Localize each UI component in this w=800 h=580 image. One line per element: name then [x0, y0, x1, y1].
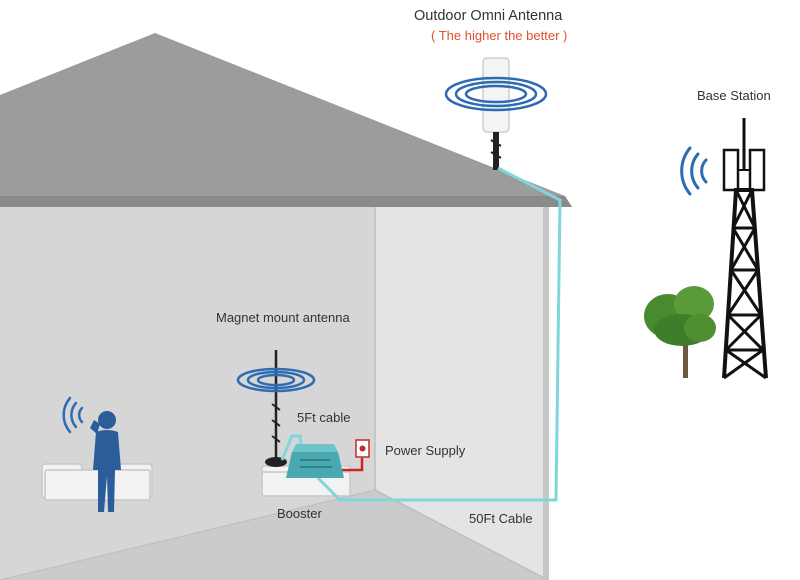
house-back-wall: [375, 207, 548, 580]
outdoor-antenna-label: Outdoor Omni Antenna: [414, 8, 563, 24]
floor-line: [374, 489, 549, 580]
roof-eave: [0, 196, 572, 207]
sofa: [41, 463, 153, 501]
short-cable-label: 5Ft cable: [297, 410, 351, 425]
base-station-tower: [722, 118, 768, 380]
magnet-antenna-signal-icon: [236, 367, 316, 393]
base-station-label: Base Station: [697, 88, 771, 103]
power-outlet: [355, 439, 370, 458]
outdoor-cable: [316, 166, 562, 502]
magnet-antenna-label: Magnet mount antenna: [216, 310, 350, 325]
tree: [644, 286, 716, 378]
outdoor-antenna-note: ( The higher the better ): [431, 28, 568, 43]
outdoor-antenna-signal-icon: [444, 76, 548, 112]
tower-signal-icon: [680, 146, 708, 196]
house-roof: [0, 33, 572, 207]
outdoor-omni-antenna: [482, 57, 510, 170]
long-cable-label: 50Ft Cable: [469, 511, 533, 526]
power-cable: [342, 458, 364, 472]
right-wall-edge: [543, 207, 549, 580]
floor-line-left: [0, 489, 376, 580]
person-signal-icon: [62, 396, 84, 434]
booster-unit: [286, 444, 344, 478]
house-floor: [0, 490, 548, 580]
power-supply-label: Power Supply: [385, 443, 466, 458]
person-on-phone: [90, 411, 121, 512]
booster-label: Booster: [277, 506, 322, 521]
